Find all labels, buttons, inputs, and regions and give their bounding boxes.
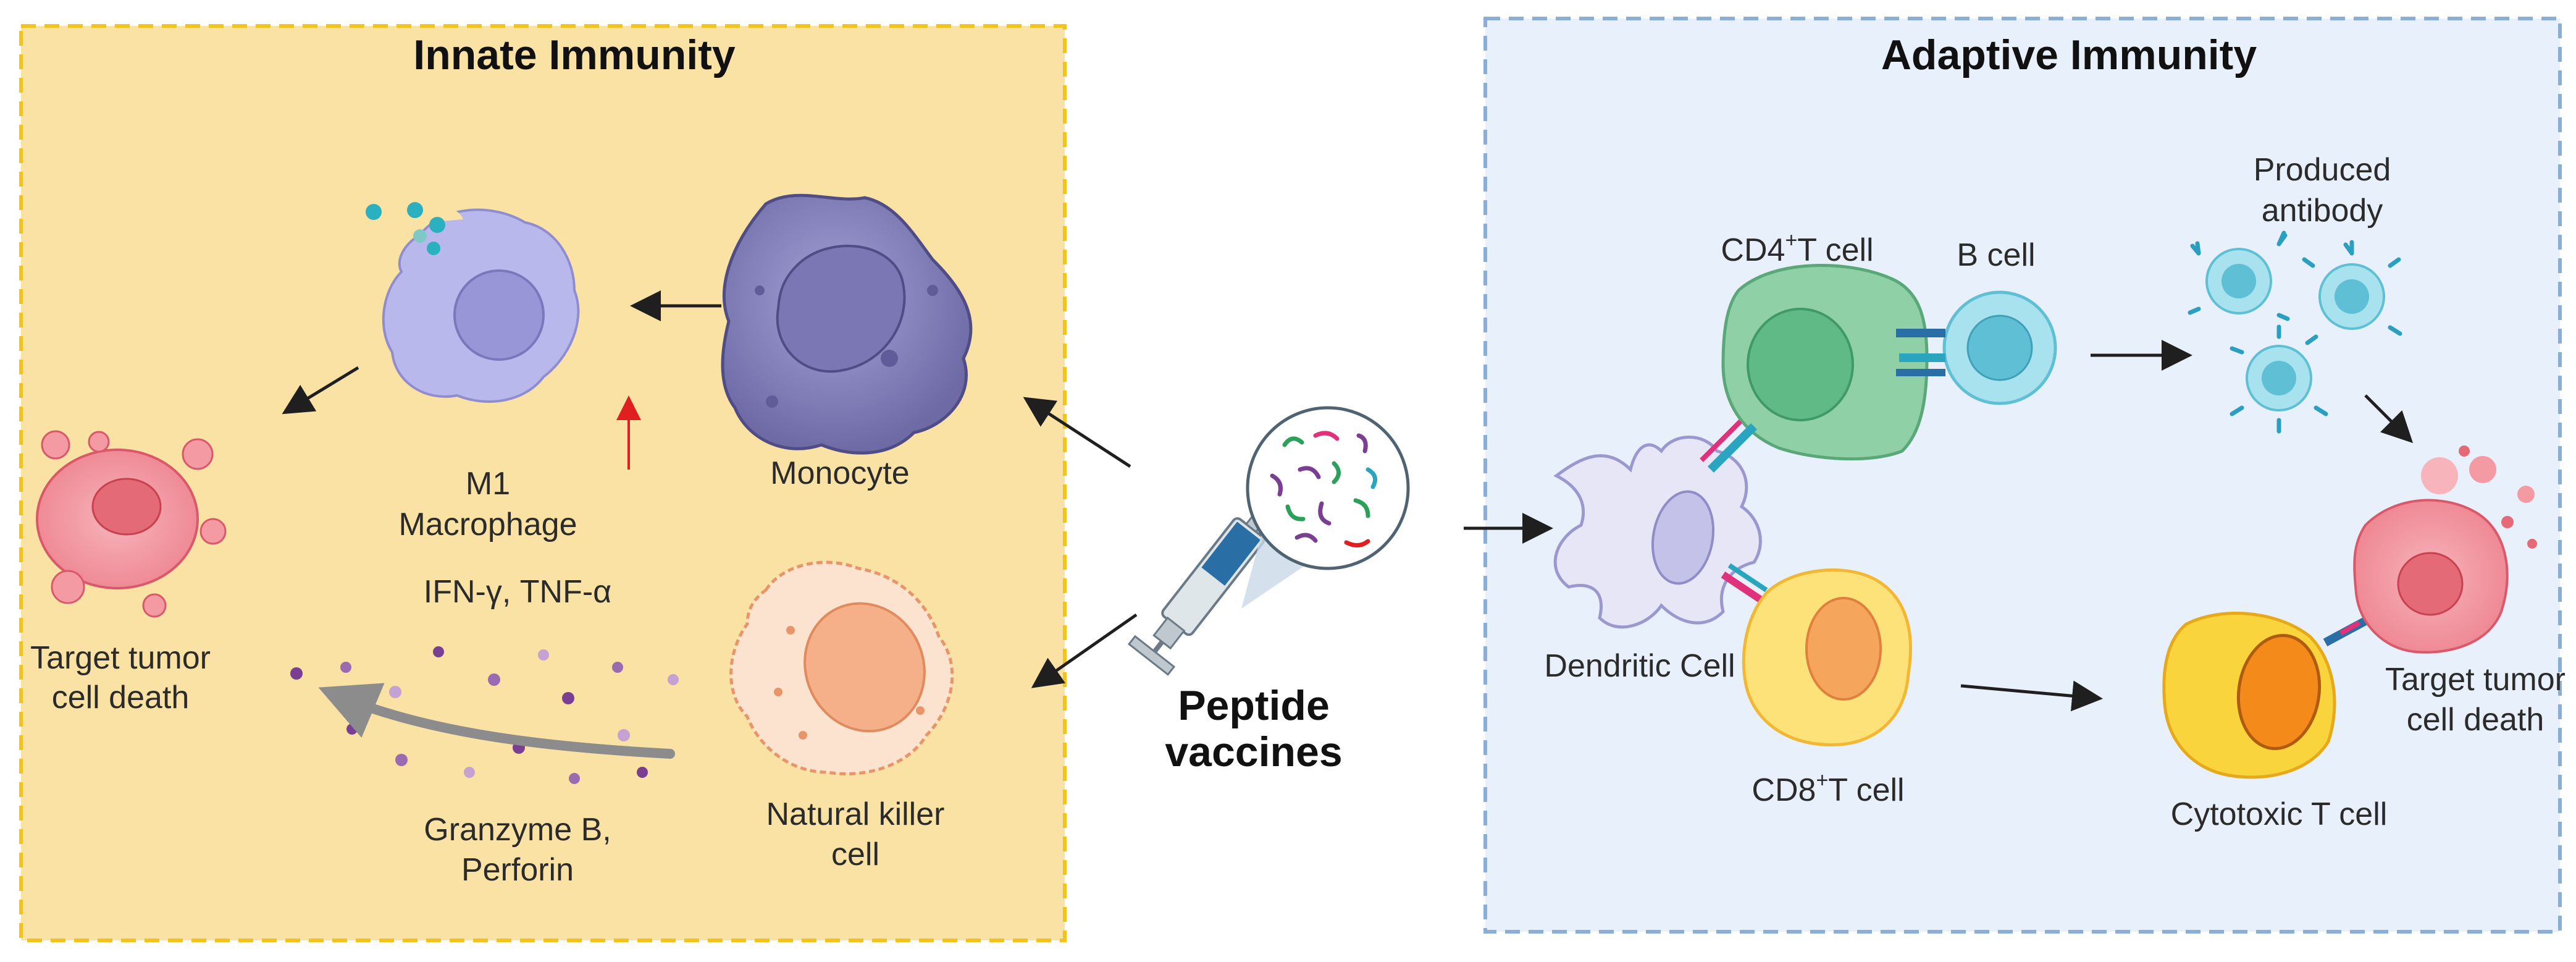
tumor-cell-icon [36, 430, 227, 618]
granules-icon [290, 646, 679, 784]
macrophage-icon [366, 202, 580, 403]
peptide-zoom-icon [1246, 406, 1410, 570]
innate-panel: Innate Immunity [19, 24, 1067, 942]
innate-panel-box [19, 24, 1067, 942]
innate-death-label-line1: Target tumor [30, 640, 211, 676]
macrophage-to-death-arrow [282, 366, 359, 415]
monocyte-icon [721, 193, 973, 455]
granzyme-label-line2: Perforin [461, 852, 574, 888]
dendritic-label: Dendritic Cell [1544, 648, 1735, 684]
vaccine-to-monocyte-arrow [1023, 397, 1131, 468]
cd4-label: CD4+T cell [1721, 229, 1873, 268]
cd8-to-cytotoxic-arrow [1960, 680, 2103, 712]
center-label-line2: vaccines [1165, 728, 1342, 775]
nk-cell-icon [729, 560, 954, 775]
antibody-to-tumor-arrow [2364, 394, 2414, 444]
b-cell-icon [1942, 290, 2057, 405]
innate-death-label-line2: cell death [52, 680, 190, 715]
monocyte-label: Monocyte [770, 455, 909, 491]
adaptive-panel: Adaptive Immunity [1483, 17, 2562, 934]
antibody-cells-icon [2188, 230, 2402, 434]
nk-label-line1: Natural killer [766, 796, 945, 832]
cytokine-label: IFN-γ, TNF-α [424, 574, 611, 610]
adaptive-death-label-line1: Target tumor [2385, 662, 2566, 698]
innate-title: Innate Immunity [413, 32, 736, 78]
adaptive-tumor-cell-icon [2353, 445, 2537, 654]
release-arrow-icon [318, 683, 675, 759]
antibody-label-line2: antibody [2262, 193, 2383, 229]
center-label-line1: Peptide [1178, 682, 1330, 729]
m1-label-line2: Macrophage [398, 507, 577, 542]
cd8-cell-icon [1742, 568, 1912, 747]
m1-label-line1: M1 [466, 466, 510, 502]
b-cell-label: B cell [1957, 237, 2035, 273]
dc-synapse-icon [1700, 420, 1768, 602]
nk-label-line2: cell [831, 837, 879, 872]
adaptive-title: Adaptive Immunity [1881, 32, 2257, 78]
dendritic-cell-icon [1553, 436, 1762, 629]
cd8-label: CD8+T cell [1752, 769, 1904, 808]
cytotoxic-synapse-icon [2323, 617, 2368, 647]
cytotoxic-cell-icon [2162, 612, 2336, 779]
adaptive-death-label-line2: cell death [2407, 702, 2545, 738]
granzyme-label-line1: Granzyme B, [424, 812, 611, 848]
synapse-icon [1896, 329, 1945, 376]
cd4-cell-icon [1721, 264, 1929, 461]
antibody-label-line1: Produced [2254, 152, 2391, 188]
cytotoxic-label: Cytotoxic T cell [2171, 796, 2388, 832]
vaccine-to-nk-arrow [1031, 613, 1138, 688]
